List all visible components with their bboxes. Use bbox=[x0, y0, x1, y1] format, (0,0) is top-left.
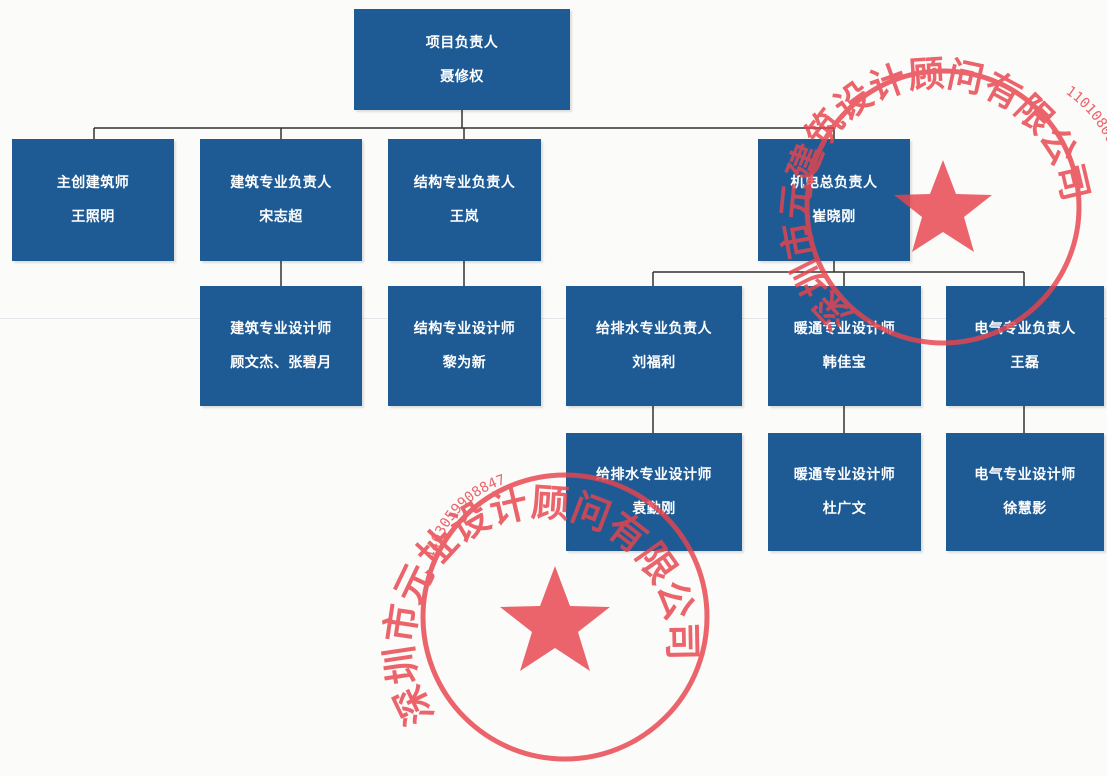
node-name: 顾文杰、张碧月 bbox=[230, 355, 332, 371]
node-title: 结构专业设计师 bbox=[413, 321, 516, 337]
node-name: 刘福利 bbox=[632, 355, 676, 371]
node-electrical-lead: 电气专业负责人 王磊 bbox=[946, 286, 1104, 406]
node-title: 结构专业负责人 bbox=[413, 175, 516, 191]
node-name: 王岚 bbox=[450, 209, 479, 225]
node-hvac-designer-a: 暖通专业设计师 韩佳宝 bbox=[768, 286, 921, 406]
node-name: 袁勤刚 bbox=[632, 501, 676, 517]
node-title: 暖通专业设计师 bbox=[793, 321, 896, 337]
node-title: 建筑专业设计师 bbox=[230, 321, 332, 337]
node-chief-architect: 主创建筑师 王照明 bbox=[12, 139, 174, 261]
node-arch-lead: 建筑专业负责人 宋志超 bbox=[200, 139, 362, 261]
node-plumbing-lead: 给排水专业负责人 刘福利 bbox=[566, 286, 742, 406]
node-name: 王磊 bbox=[1010, 355, 1040, 371]
node-name: 黎为新 bbox=[442, 355, 487, 371]
node-mep-lead: 机电总负责人 崔晓刚 bbox=[758, 139, 910, 261]
node-title: 机电总负责人 bbox=[790, 175, 878, 191]
node-struct-designer: 结构专业设计师 黎为新 bbox=[388, 286, 541, 406]
node-arch-designer: 建筑专业设计师 顾文杰、张碧月 bbox=[200, 286, 362, 406]
node-title: 给排水专业负责人 bbox=[596, 321, 712, 337]
scan-line bbox=[0, 318, 1107, 319]
node-name: 宋志超 bbox=[259, 209, 303, 225]
node-hvac-designer-b: 暖通专业设计师 杜广文 bbox=[768, 433, 921, 551]
node-name: 聂修权 bbox=[440, 68, 484, 85]
node-project-lead: 项目负责人 聂修权 bbox=[354, 9, 570, 110]
node-name: 韩佳宝 bbox=[822, 355, 867, 371]
node-electrical-designer: 电气专业设计师 徐慧影 bbox=[946, 433, 1104, 551]
node-title: 给排水专业设计师 bbox=[596, 467, 712, 483]
node-name: 徐慧影 bbox=[1003, 501, 1047, 517]
node-plumbing-designer: 给排水专业设计师 袁勤刚 bbox=[566, 433, 742, 551]
node-title: 主创建筑师 bbox=[56, 175, 130, 191]
node-name: 杜广文 bbox=[822, 501, 867, 517]
node-title: 暖通专业设计师 bbox=[793, 467, 896, 483]
node-name: 崔晓刚 bbox=[812, 209, 856, 225]
node-name: 王照明 bbox=[71, 209, 115, 225]
node-title: 电气专业负责人 bbox=[974, 321, 1076, 337]
node-title: 电气专业设计师 bbox=[974, 467, 1076, 483]
node-title: 项目负责人 bbox=[425, 34, 499, 51]
node-title: 建筑专业负责人 bbox=[230, 175, 332, 191]
node-struct-lead: 结构专业负责人 王岚 bbox=[388, 139, 541, 261]
